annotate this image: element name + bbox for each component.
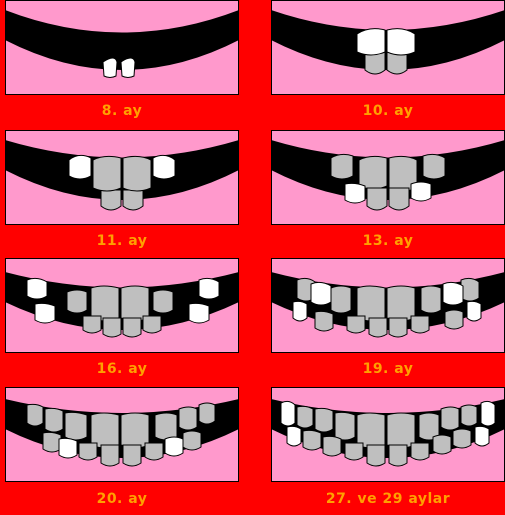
new-tooth — [311, 282, 331, 305]
erupted-tooth — [145, 443, 163, 460]
erupted-tooth — [45, 408, 63, 432]
new-tooth — [27, 278, 47, 299]
new-tooth — [467, 301, 481, 321]
mouth-illustration — [5, 387, 239, 482]
panel-19-ay — [271, 258, 505, 353]
panel-13-ay — [271, 130, 505, 225]
new-tooth — [69, 155, 91, 179]
panel-label: 10. ay — [271, 103, 505, 119]
mouth-illustration — [271, 387, 505, 482]
erupted-tooth — [93, 156, 121, 191]
panel-label: 13. ay — [271, 233, 505, 249]
erupted-tooth — [179, 407, 197, 430]
panel-label: 16. ay — [5, 361, 239, 377]
erupted-tooth — [411, 443, 429, 460]
erupted-tooth — [389, 445, 407, 466]
erupted-tooth — [323, 436, 341, 456]
erupted-tooth — [123, 156, 151, 191]
erupted-tooth — [123, 190, 143, 210]
new-tooth — [481, 401, 495, 426]
mouth-illustration — [5, 258, 239, 353]
erupted-tooth — [335, 412, 355, 440]
new-tooth — [153, 155, 175, 179]
erupted-tooth — [433, 435, 451, 454]
panel-27-ve-29-aylar — [271, 387, 505, 482]
panel-label: 20. ay — [5, 491, 239, 507]
erupted-tooth — [331, 286, 351, 313]
new-tooth — [287, 426, 301, 446]
erupted-tooth — [83, 316, 101, 333]
new-tooth — [475, 426, 489, 446]
new-tooth — [59, 438, 77, 458]
erupted-tooth — [445, 310, 463, 329]
new-tooth — [293, 301, 307, 321]
new-tooth — [121, 58, 135, 78]
erupted-tooth — [389, 188, 409, 210]
new-tooth — [345, 183, 365, 203]
panel-10-ay — [271, 0, 505, 95]
new-tooth — [411, 182, 431, 201]
erupted-tooth — [101, 445, 119, 466]
erupted-tooth — [367, 188, 387, 210]
new-tooth — [199, 278, 219, 299]
erupted-tooth — [461, 405, 477, 426]
new-tooth — [165, 437, 183, 456]
erupted-tooth — [345, 443, 363, 460]
erupted-tooth — [43, 432, 61, 452]
erupted-tooth — [423, 154, 445, 179]
panel-16-ay — [5, 258, 239, 353]
erupted-tooth — [123, 445, 141, 466]
new-tooth — [35, 303, 55, 323]
erupted-tooth — [123, 318, 141, 337]
erupted-tooth — [183, 431, 201, 450]
erupted-tooth — [347, 316, 365, 333]
erupted-tooth — [103, 318, 121, 337]
erupted-tooth — [453, 429, 471, 448]
erupted-tooth — [331, 154, 353, 179]
erupted-tooth — [369, 318, 387, 337]
panel-20-ay — [5, 387, 239, 482]
mouth-illustration — [5, 0, 239, 95]
panel-label: 19. ay — [271, 361, 505, 377]
erupted-tooth — [367, 445, 385, 466]
erupted-tooth — [79, 443, 97, 460]
panel-11-ay — [5, 130, 239, 225]
panel-label: 11. ay — [5, 233, 239, 249]
new-tooth — [189, 303, 209, 323]
new-tooth — [387, 29, 415, 55]
erupted-tooth — [101, 190, 121, 210]
erupted-tooth — [65, 412, 87, 440]
erupted-tooth — [155, 413, 177, 440]
erupted-tooth — [153, 290, 173, 313]
erupted-tooth — [67, 290, 87, 313]
erupted-tooth — [441, 407, 459, 430]
erupted-tooth — [27, 404, 43, 426]
erupted-tooth — [315, 408, 333, 432]
erupted-tooth — [421, 286, 441, 313]
mouth-illustration — [271, 0, 505, 95]
new-tooth — [357, 29, 385, 55]
mouth-illustration — [5, 130, 239, 225]
erupted-tooth — [303, 430, 321, 450]
erupted-tooth — [389, 318, 407, 337]
erupted-tooth — [461, 278, 479, 301]
erupted-tooth — [199, 403, 215, 424]
panel-label: 8. ay — [5, 103, 239, 119]
new-tooth — [281, 401, 295, 426]
erupted-tooth — [297, 406, 313, 428]
panel-label: 27. ve 29 aylar — [271, 491, 505, 507]
erupted-tooth — [143, 316, 161, 333]
new-tooth — [443, 282, 463, 305]
mouth-illustration — [271, 258, 505, 353]
erupted-tooth — [359, 156, 387, 189]
erupted-tooth — [411, 316, 429, 333]
mouth-illustration — [271, 130, 505, 225]
panel-8-ay — [5, 0, 239, 95]
erupted-tooth — [315, 311, 333, 331]
new-tooth — [103, 58, 117, 78]
